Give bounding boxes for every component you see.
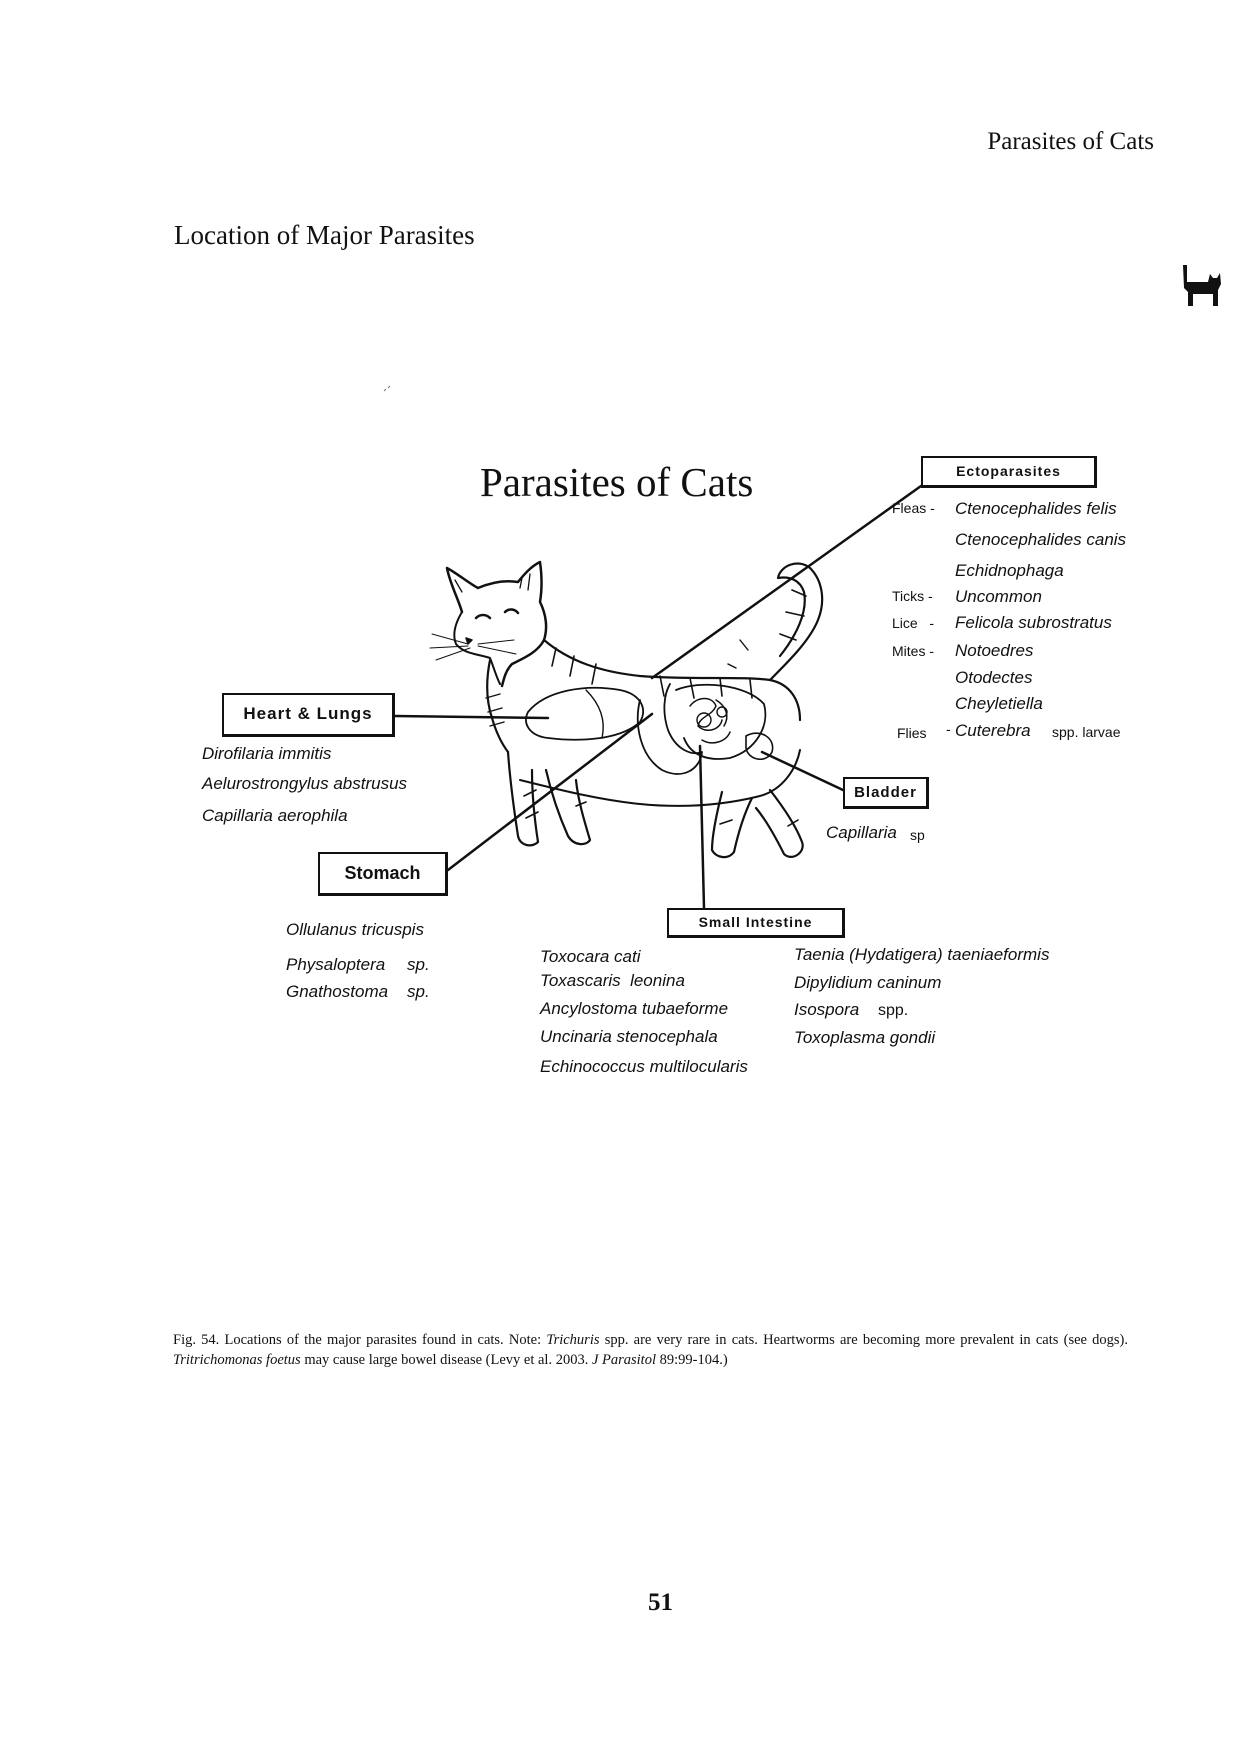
- ectoparasites-leader-line: [650, 484, 923, 680]
- ectoparasite-species: Felicola subrostratus: [955, 613, 1112, 632]
- small-intestine-species: Uncinaria stenocephala: [540, 1027, 718, 1046]
- small-intestine-leader-line: [698, 744, 706, 910]
- small-intestine-species-note: spp.: [878, 1002, 909, 1019]
- flies-dash: -: [946, 721, 951, 737]
- ectoparasite-species: Ctenocephalides felis: [955, 499, 1117, 518]
- bladder-box: Bladder: [843, 777, 929, 809]
- cat-silhouette-icon: [1183, 265, 1221, 306]
- bladder-leader-line: [760, 750, 845, 792]
- small-intestine-species: Taenia (Hydatigera) taeniaeformis: [794, 945, 1050, 964]
- small-intestine-species: Echinococcus multilocularis: [540, 1057, 748, 1076]
- cat-belly-outline: [519, 749, 801, 807]
- heart-lungs-species: Aelurostrongylus abstrusus: [202, 774, 408, 793]
- small-intestine-box: Small Intestine: [667, 908, 845, 938]
- lice-label: Lice -: [892, 615, 935, 631]
- heart-lungs-species: Capillaria aerophila: [202, 806, 348, 825]
- stomach-box: Stomach: [318, 852, 448, 896]
- page-number: 51: [648, 1589, 673, 1616]
- cat-tail-outline: [768, 562, 824, 682]
- cat-back-outline: [542, 638, 802, 722]
- cat-head-outline: [445, 560, 548, 688]
- small-intestine-species: Dipylidium caninum: [794, 973, 942, 992]
- ectoparasite-species: Cuterebra: [955, 721, 1031, 740]
- intestine-outline: [675, 683, 767, 760]
- heart-lungs-box: Heart & Lungs: [222, 693, 395, 737]
- mites-label: Mites -: [892, 643, 934, 659]
- heart-lungs-leader-line: [393, 714, 550, 720]
- scan-speck: [383, 385, 391, 392]
- ticks-value: Uncommon: [955, 587, 1042, 606]
- lung-outline: [525, 686, 644, 741]
- fleas-label: Fleas -: [892, 500, 935, 516]
- ectoparasite-species: Echidnophaga: [955, 561, 1064, 580]
- stomach-species: Gnathostoma: [286, 982, 389, 1001]
- bladder-outline: [745, 732, 774, 760]
- ectoparasite-species: Ctenocephalides canis: [955, 530, 1127, 549]
- caption-italic: Tritrichomonas foetus: [173, 1352, 301, 1368]
- heart-lungs-species: Dirofilaria immitis: [202, 744, 332, 763]
- ectoparasite-species: Cheyletiella: [955, 694, 1043, 713]
- cat-front-leg-2: [544, 768, 592, 846]
- section-title: Location of Major Parasites: [174, 220, 475, 250]
- ectoparasites-box: Ectoparasites: [921, 456, 1097, 488]
- ticks-label: Ticks -: [892, 588, 933, 604]
- ectoparasite-species: Notoedres: [955, 641, 1034, 660]
- bladder-species-note: sp: [910, 827, 925, 843]
- caption-italic: Trichuris: [546, 1332, 600, 1348]
- stomach-species-note: sp.: [407, 982, 430, 1001]
- stomach-species: Ollulanus tricuspis: [286, 920, 424, 939]
- diagram-title: Parasites of Cats: [480, 459, 754, 505]
- cat-hind-leg-2: [754, 788, 804, 858]
- small-intestine-species: Toxoplasma gondii: [794, 1028, 936, 1047]
- stomach-species: Physaloptera: [286, 955, 386, 974]
- small-intestine-species: Toxascaris leonina: [540, 971, 685, 990]
- stomach-leader-line: [446, 712, 654, 872]
- ectoparasite-species: Otodectes: [955, 668, 1033, 687]
- bladder-species: Capillaria: [826, 823, 897, 842]
- figure-caption: Fig. 54. Locations of the major parasite…: [173, 1332, 1128, 1368]
- flies-label: Flies: [897, 725, 927, 741]
- cat-front-leg-1: [506, 750, 540, 847]
- running-head: Parasites of Cats: [987, 128, 1154, 155]
- caption-italic: J Parasitol: [591, 1352, 656, 1368]
- flies-note: spp. larvae: [1052, 724, 1121, 740]
- stomach-outline: [636, 683, 703, 775]
- small-intestine-species: Ancylostoma tubaeforme: [540, 999, 729, 1018]
- small-intestine-species: Isospora: [794, 1000, 860, 1019]
- cat-hind-leg-1: [710, 790, 754, 859]
- small-intestine-species: Toxocara cati: [540, 947, 641, 966]
- cat-face-outline: [453, 611, 501, 685]
- stomach-species-note: sp.: [407, 955, 430, 974]
